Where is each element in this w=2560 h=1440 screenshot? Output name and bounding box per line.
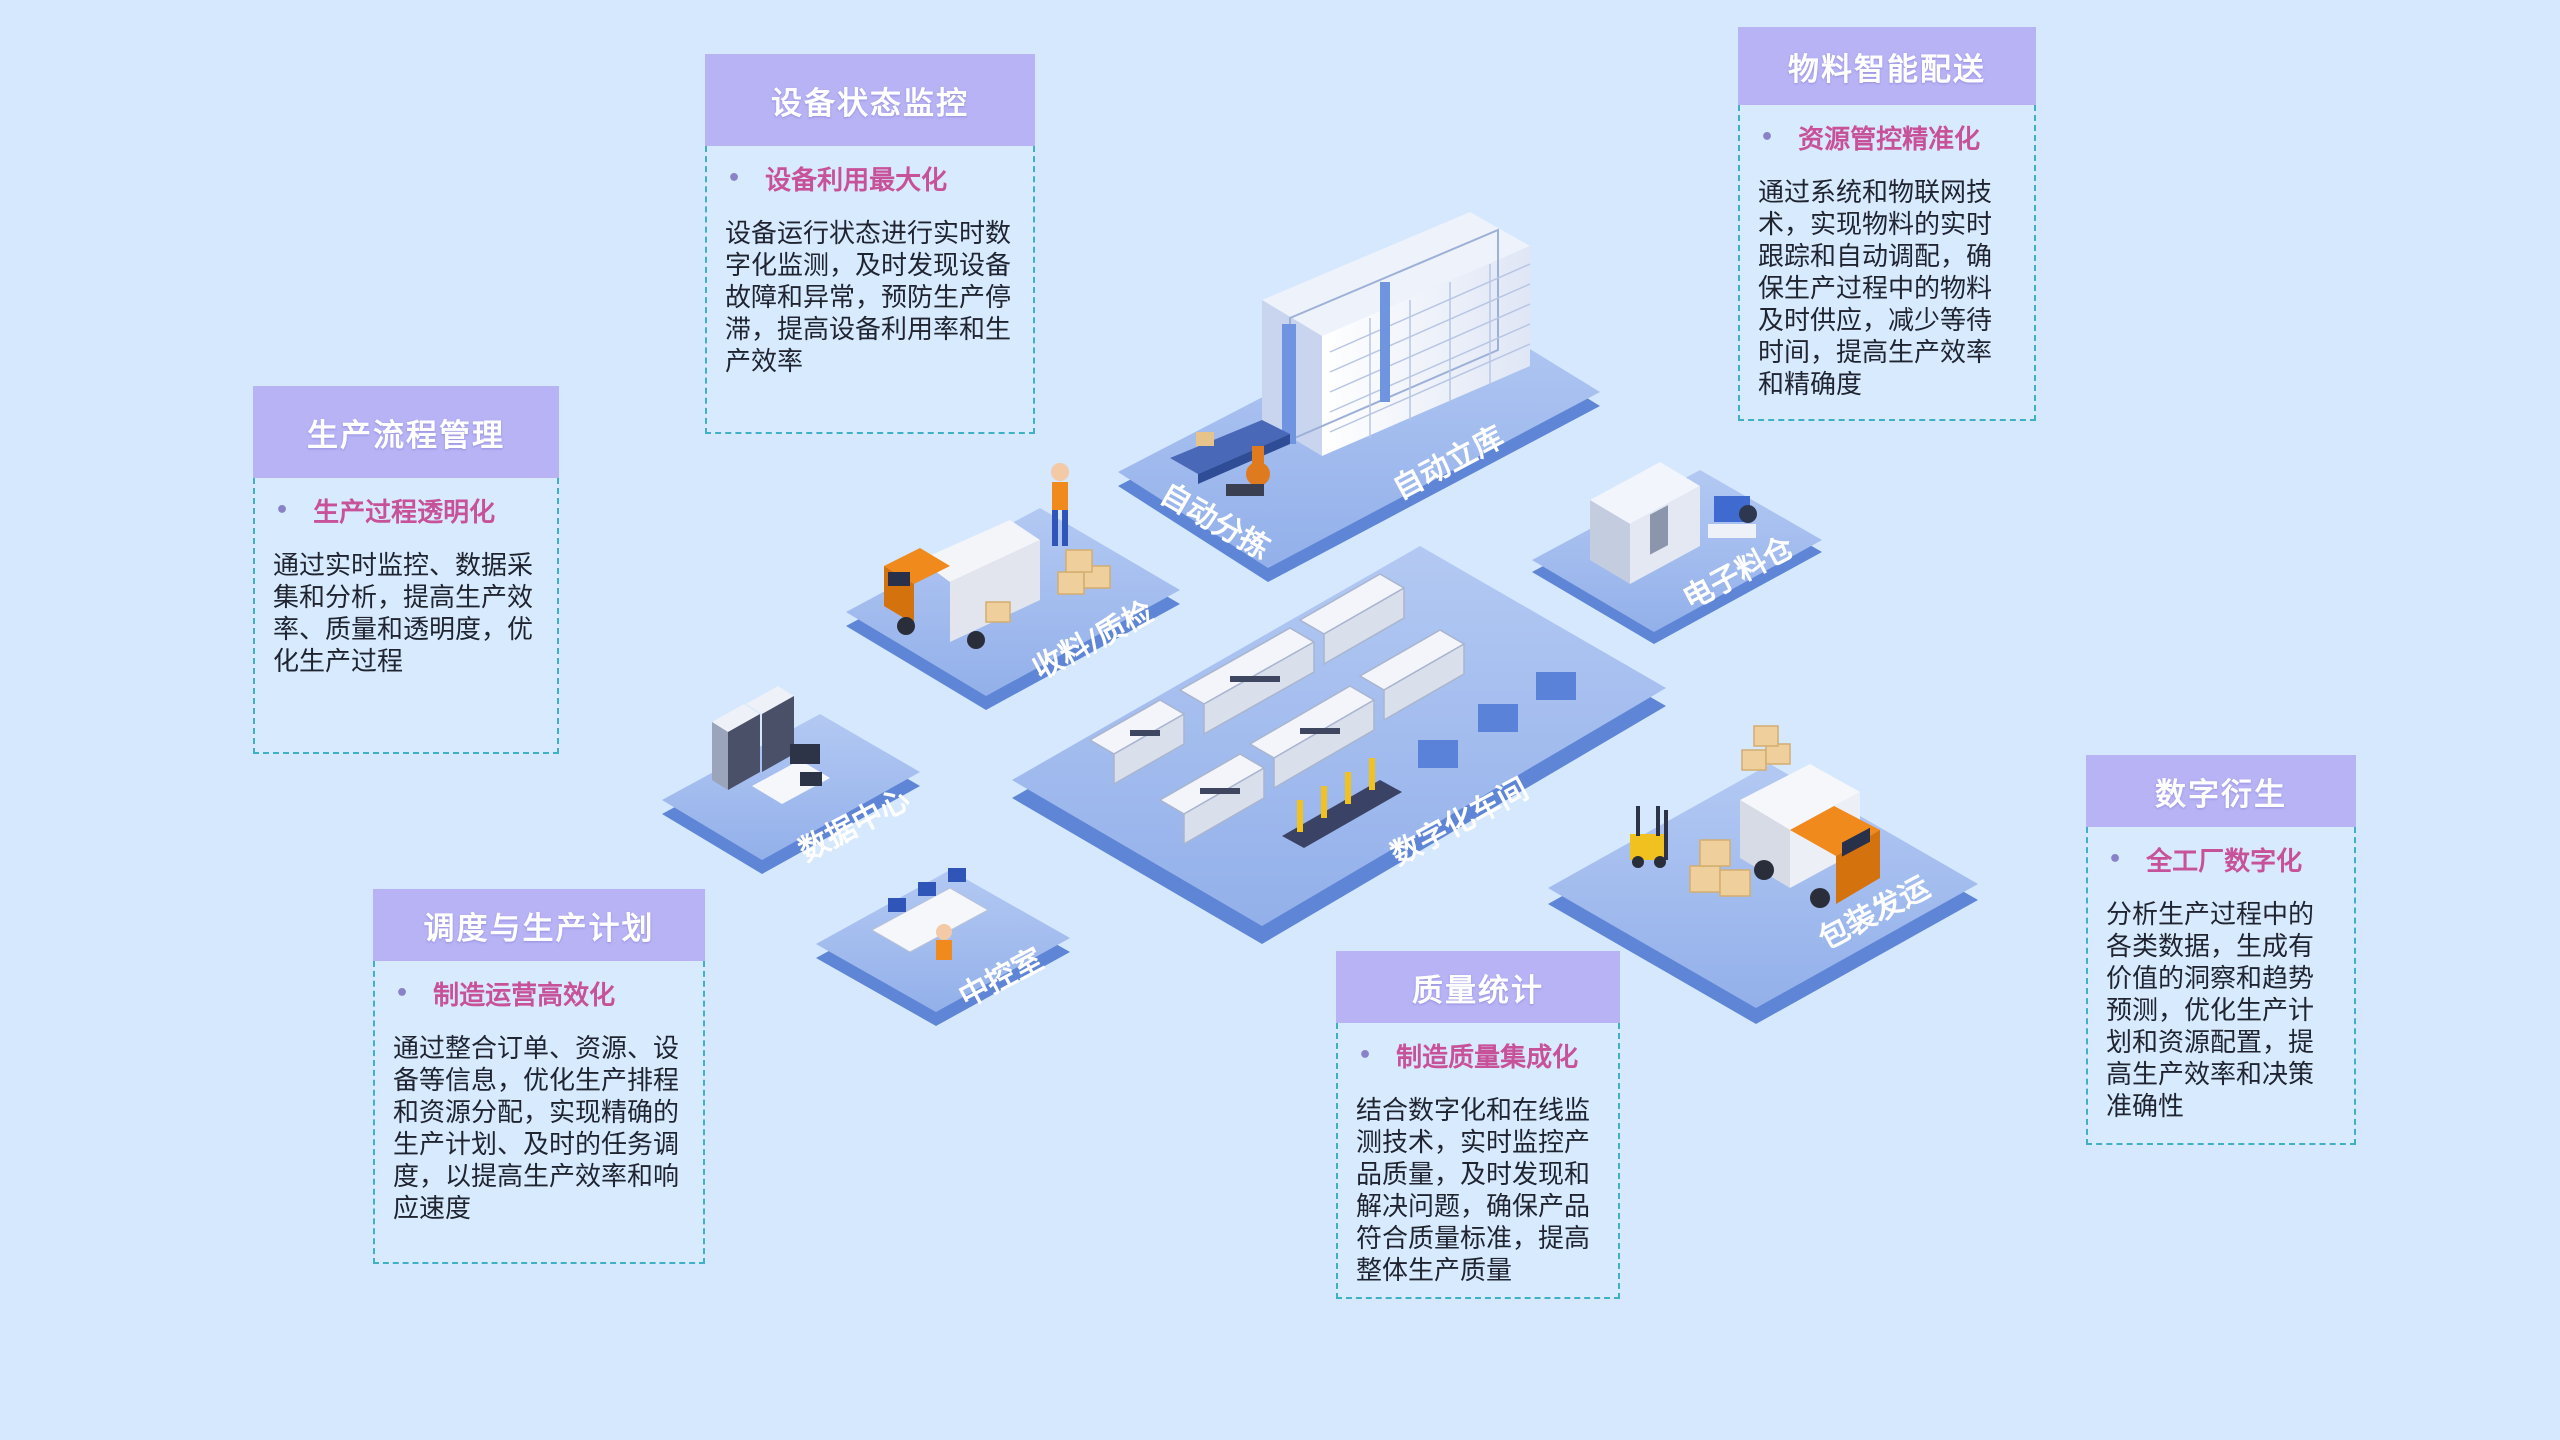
card-title: 数字衍生	[2086, 755, 2356, 827]
card-description: 通过实时监控、数据采集和分析，提高生产效率、质量和透明度，优化生产过程	[273, 551, 534, 677]
bullet-icon: •	[1760, 124, 1775, 150]
card-production-planning: 调度与生产计划 • 制造运营高效化 通过整合订单、资源、设备等信息，优化生产排程…	[373, 889, 705, 1264]
platform-e-material: 电子料仓	[1532, 462, 1822, 644]
shipping-truck-icon	[1740, 764, 1880, 908]
sorting-conveyor	[1170, 420, 1290, 496]
bullet-icon: •	[1358, 1042, 1373, 1068]
card-material-delivery: 物料智能配送 • 资源管控精准化 通过系统和物联网技术，实现物料的实时跟踪和自动…	[1738, 27, 2036, 421]
card-subtitle: 制造运营高效化	[433, 980, 616, 1011]
cargo-boxes	[985, 549, 1111, 623]
control-console-icon	[870, 868, 990, 960]
card-subtitle: 制造质量集成化	[1396, 1042, 1579, 1073]
platform-receive-qc: 收料/质检	[846, 463, 1180, 710]
card-description: 结合数字化和在线监测技术，实时监控产品质量，及时发现和解决问题，确保产品符合质量…	[1356, 1096, 1591, 1286]
card-digital-twin: 数字衍生 • 全工厂数字化 分析生产过程中的各类数据，生成有价值的洞察和趋势预测…	[2086, 755, 2356, 1145]
card-process-management: 生产流程管理 • 生产过程透明化 通过实时监控、数据采集和分析，提高生产效率、质…	[253, 386, 559, 754]
card-title: 物料智能配送	[1738, 27, 2036, 105]
card-title: 调度与生产计划	[373, 889, 705, 961]
card-title: 质量统计	[1336, 951, 1620, 1023]
card-subtitle: 生产过程透明化	[313, 497, 496, 528]
card-description: 分析生产过程中的各类数据，生成有价值的洞察和趋势预测，优化生产计划和资源配置，提…	[2106, 900, 2315, 1122]
platform-pack-ship: 包装发运	[1548, 725, 1978, 1024]
platform-control-room: 中控室	[816, 868, 1070, 1026]
card-description: 设备运行状态进行实时数字化监测，及时发现设备故障和异常，预防生产停滞，提高设备利…	[725, 219, 1012, 377]
bullet-icon: •	[275, 497, 290, 523]
assembly-robots	[1282, 758, 1402, 848]
storage-rack	[1262, 212, 1531, 456]
platform-data-center: 数据中心	[662, 686, 920, 874]
workstation-desks	[752, 744, 830, 804]
smt-production-line	[1088, 573, 1466, 846]
pallet-boxes	[1689, 725, 1791, 897]
worker-icon	[1051, 463, 1069, 546]
material-racks	[1418, 672, 1576, 768]
bullet-icon: •	[395, 980, 410, 1006]
card-subtitle: 资源管控精准化	[1798, 124, 1981, 155]
forklift-icon	[1630, 806, 1668, 868]
card-title: 生产流程管理	[253, 386, 559, 478]
server-rack-icon	[712, 686, 794, 790]
card-subtitle: 全工厂数字化	[2146, 846, 2303, 877]
platform-auto-storage: 自动分拣 自动立库	[1118, 212, 1600, 582]
card-description: 通过系统和物联网技术，实现物料的实时跟踪和自动调配，确保生产过程中的物料及时供应…	[1758, 178, 1993, 400]
card-quality-statistics: 质量统计 • 制造质量集成化 结合数字化和在线监测技术，实时监控产品质量，及时发…	[1336, 951, 1620, 1299]
card-description: 通过整合订单、资源、设备等信息，优化生产排程和资源分配，实现精确的生产计划、及时…	[393, 1034, 680, 1224]
card-subtitle: 设备利用最大化	[765, 165, 948, 196]
bullet-icon: •	[727, 165, 742, 191]
card-equipment-monitoring: 设备状态监控 • 设备利用最大化 设备运行状态进行实时数字化监测，及时发现设备故…	[705, 54, 1035, 434]
delivery-truck-icon	[884, 520, 1040, 649]
card-title: 设备状态监控	[705, 54, 1035, 146]
bullet-icon: •	[2108, 846, 2123, 872]
